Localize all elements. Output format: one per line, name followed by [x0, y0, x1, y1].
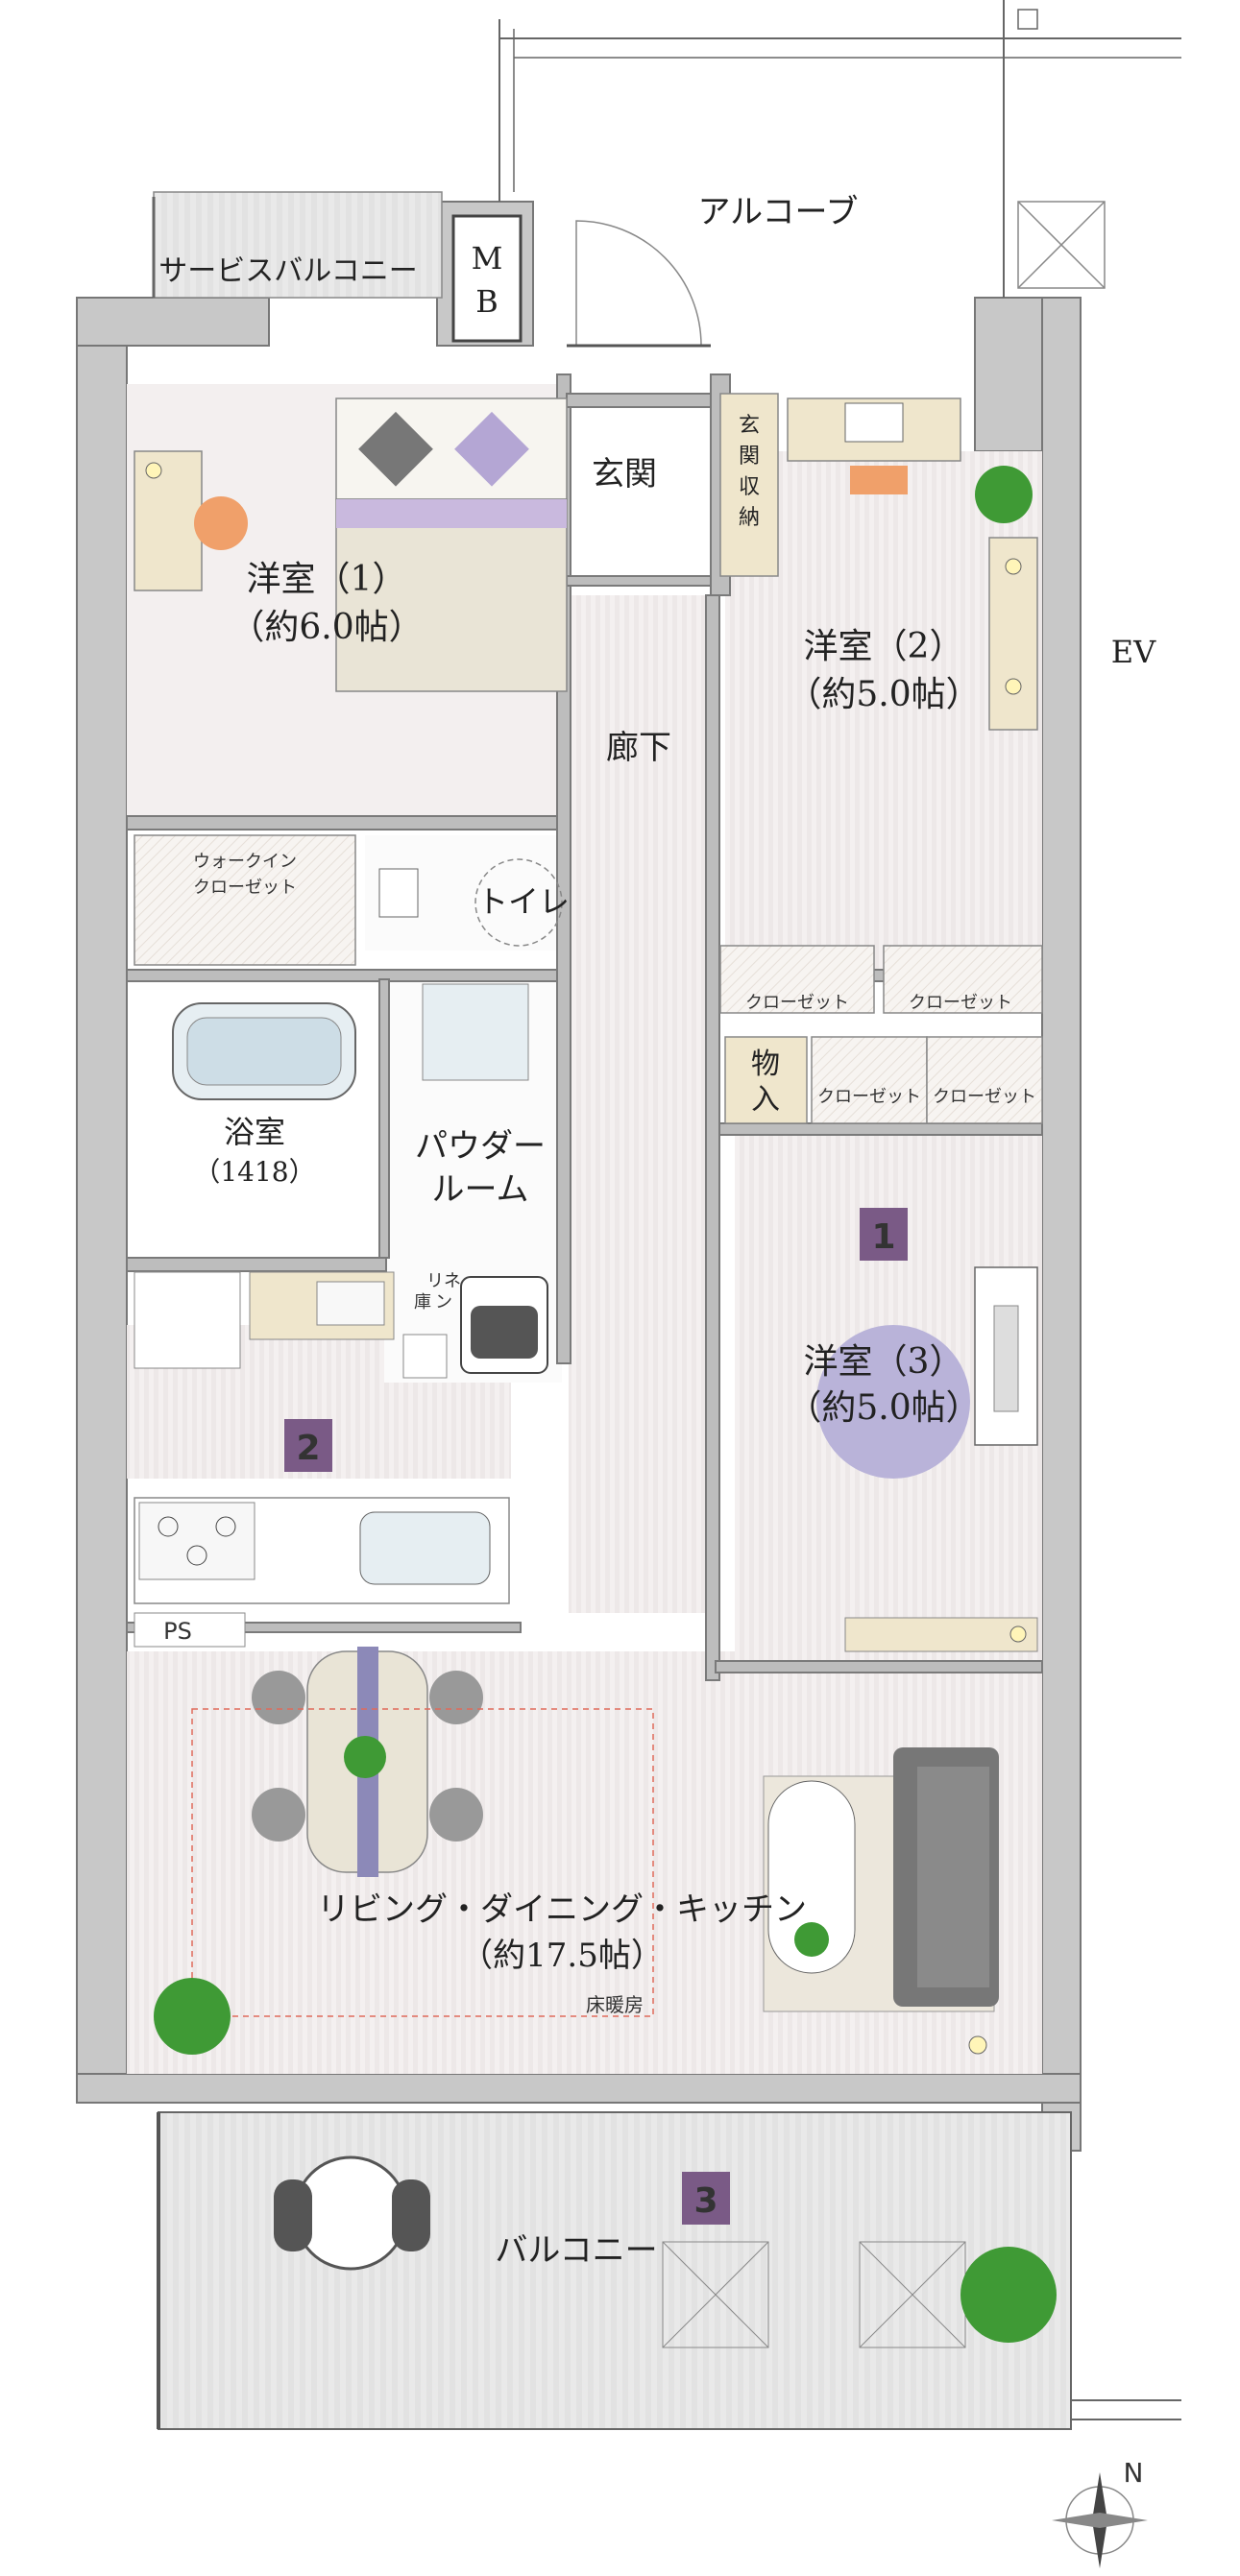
alcove-area [498, 0, 1181, 298]
marker-1: 1 [860, 1208, 908, 1261]
label-service-balcony: サービスバルコニー [158, 254, 417, 288]
service-balcony [152, 191, 443, 299]
label-ev: EV [1111, 634, 1156, 670]
plant [154, 1978, 231, 2055]
label-balcony: バルコニー [495, 2231, 657, 2270]
label-closet-1: クローゼット [745, 993, 849, 1013]
label-linen-1: リネ [426, 1271, 461, 1291]
desk [134, 450, 248, 591]
label-toilet: トイレ [477, 883, 570, 920]
dining-set [252, 1647, 483, 1877]
partitions [126, 373, 1043, 1681]
label-entrance-storage-1: 玄 [739, 414, 760, 438]
label-ps: PS [163, 1618, 192, 1645]
label-entrance-storage-2: 関 [739, 445, 760, 469]
entrance-storage [719, 393, 779, 577]
label-room3-name: 洋室（3） [804, 1342, 964, 1382]
label-mb-top: M [472, 240, 503, 277]
kitchen [134, 1497, 510, 1648]
label-linen-3: 庫 [414, 1292, 431, 1312]
svg-text:3: 3 [693, 2181, 717, 2221]
bath [172, 1002, 356, 1100]
outer-walls [76, 201, 1148, 2152]
marker-3: 3 [682, 2172, 730, 2225]
label-room3-size: （約5.0帖） [787, 1388, 980, 1428]
label-entrance-storage-3: 収 [739, 475, 760, 499]
label-closet-4: クローゼット [933, 1087, 1036, 1107]
label-room1-size: （約6.0帖） [230, 608, 423, 647]
balcony-area [157, 2111, 1181, 2430]
label-storage-1: 物 [751, 1047, 780, 1081]
floor-heating-area [191, 1708, 654, 2017]
label-walkin-closet-2: クローゼット [193, 878, 297, 898]
entrance-door [567, 220, 711, 348]
label-compass-n: N [1124, 2457, 1144, 2489]
compass [1052, 2472, 1148, 2568]
bath-cabinets [134, 1271, 395, 1369]
label-entrance: 玄関 [592, 455, 657, 494]
label-mb-bottom: B [475, 283, 498, 320]
label-bath-1: 浴室 [224, 1114, 285, 1150]
mb-box [451, 214, 523, 343]
living-set [763, 1747, 999, 2055]
label-room2-name: 洋室（2） [804, 627, 964, 666]
label-storage-2: 入 [751, 1083, 780, 1117]
closets-room2 [719, 945, 1043, 1124]
svg-text:2: 2 [296, 1429, 320, 1468]
label-ldk-1: リビング・ダイニング・キッチン [317, 1890, 807, 1929]
powder-room [402, 983, 548, 1379]
label-powder-1: パウダー [415, 1127, 546, 1166]
label-alcove: アルコーブ [698, 193, 859, 231]
label-linen-2: ン [435, 1292, 452, 1312]
label-room1-name: 洋室（1） [247, 560, 407, 599]
walkin-closet [134, 834, 356, 966]
room2-furniture [787, 397, 1038, 731]
label-powder-2: ルーム [432, 1170, 529, 1209]
toilet [378, 858, 563, 947]
plant [975, 466, 1033, 523]
label-corridor: 廊下 [606, 729, 671, 767]
bed [335, 397, 568, 692]
label-room2-size: （約5.0帖） [787, 675, 980, 714]
label-entrance-storage-4: 納 [739, 506, 760, 530]
svg-text:1: 1 [871, 1217, 895, 1257]
room3-furniture [816, 1266, 1038, 1652]
label-closet-3: クローゼット [817, 1087, 921, 1107]
marker-2: 2 [284, 1419, 332, 1472]
label-walkin-closet-1: ウォークイン [193, 852, 297, 872]
label-closet-2: クローゼット [909, 993, 1012, 1013]
label-ldk-2: （約17.5帖） [460, 1937, 664, 1975]
label-floor-heating: 床暖房 [586, 1993, 644, 2016]
label-bath-2: （1418） [193, 1156, 315, 1188]
